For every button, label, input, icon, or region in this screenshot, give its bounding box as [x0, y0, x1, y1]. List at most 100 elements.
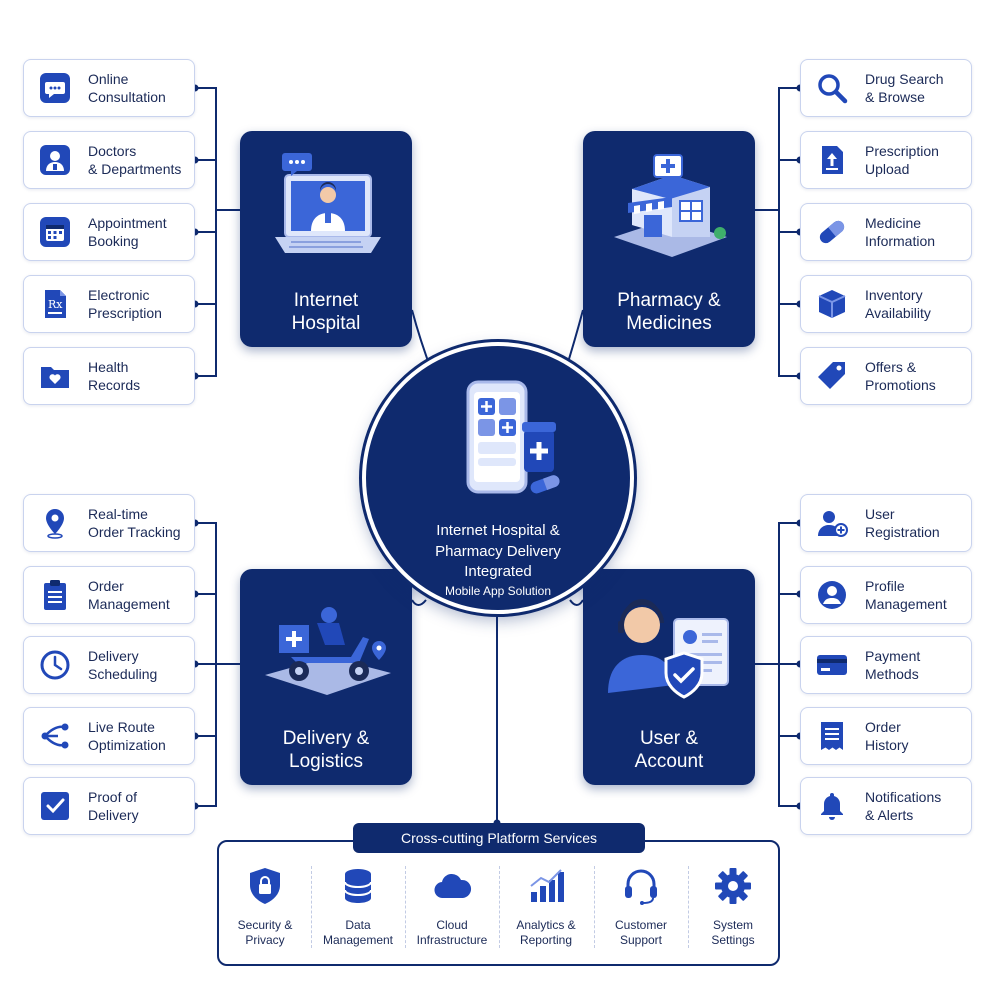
profile-icon: [813, 576, 851, 614]
route-icon: [36, 717, 74, 755]
feature-health-records[interactable]: Health Records: [23, 347, 195, 405]
hub-subtitle: Integrated: [464, 563, 532, 580]
service-divider: [594, 866, 595, 948]
box-icon: [813, 285, 851, 323]
phone-medicine-illustration: [466, 380, 560, 494]
service-label: Data Management: [322, 918, 394, 947]
service-label: Customer Support: [614, 918, 667, 947]
feature-proof-of-delivery[interactable]: Proof of Delivery: [23, 777, 195, 835]
database-icon: [344, 869, 372, 903]
module-delivery-logistics[interactable]: Delivery & Logistics: [240, 569, 412, 785]
module-title: Internet Hospital: [291, 290, 361, 334]
module-user-account[interactable]: User & Account: [583, 569, 755, 785]
feature-order-tracking[interactable]: Real-time Order Tracking: [23, 494, 195, 552]
pill-icon: [813, 213, 851, 251]
module-title: Pharmacy & Medicines: [617, 290, 721, 334]
credit-card-icon: [813, 646, 851, 684]
feature-prescription-upload[interactable]: Prescription Upload: [800, 131, 972, 189]
platform-services-panel: [217, 840, 780, 966]
clock-icon: [36, 646, 74, 684]
feature-label: Real-time Order Tracking: [88, 506, 181, 540]
feature-drug-search[interactable]: Drug Search & Browse: [800, 59, 972, 117]
feature-label: Proof of Delivery: [88, 789, 139, 823]
services-title: Cross-cutting Platform Services: [353, 823, 645, 853]
feature-profile-management[interactable]: Profile Management: [800, 566, 972, 624]
pharmacy-store-illustration: [614, 154, 727, 257]
feature-label: Order History: [865, 719, 909, 753]
feature-doctors-departments[interactable]: Doctors & Departments: [23, 131, 195, 189]
doctor-laptop-illustration: [275, 153, 381, 253]
bar-chart-icon: [530, 869, 564, 902]
feature-label: Drug Search & Browse: [865, 71, 944, 105]
search-icon: [813, 69, 851, 107]
feature-label: Offers & Promotions: [865, 359, 936, 393]
feature-label: Doctors & Departments: [88, 143, 182, 177]
service-label: Cloud Infrastructure: [416, 918, 488, 947]
feature-payment-methods[interactable]: Payment Methods: [800, 636, 972, 694]
feature-online-consultation[interactable]: Online Consultation: [23, 59, 195, 117]
service-divider: [311, 866, 312, 948]
feature-delivery-scheduling[interactable]: Delivery Scheduling: [23, 636, 195, 694]
folder-heart-icon: [36, 357, 74, 395]
central-hub[interactable]: Internet Hospital & Pharmacy Delivery In…: [362, 342, 634, 614]
feature-route-optimization[interactable]: Live Route Optimization: [23, 707, 195, 765]
feature-label: Health Records: [88, 359, 141, 393]
feature-label: Appointment Booking: [88, 215, 167, 249]
module-title: Delivery & Logistics: [282, 728, 370, 772]
svg-text:Rx: Rx: [48, 298, 63, 311]
service-label: System Settings: [711, 918, 755, 947]
service-divider: [499, 866, 500, 948]
module-title: User & Account: [634, 728, 704, 772]
cloud-icon: [434, 873, 472, 899]
feature-label: Online Consultation: [88, 71, 166, 105]
feature-inventory-availability[interactable]: Inventory Availability: [800, 275, 972, 333]
feature-label: Profile Management: [865, 578, 947, 612]
calendar-icon: [36, 213, 74, 251]
feature-medicine-information[interactable]: Medicine Information: [800, 203, 972, 261]
service-customer-support[interactable]: Customer Support: [594, 866, 688, 958]
service-label: Security & Privacy: [237, 918, 293, 947]
feature-order-management[interactable]: Order Management: [23, 566, 195, 624]
bell-icon: [813, 787, 851, 825]
gear-icon: [715, 868, 751, 904]
upload-icon: [813, 141, 851, 179]
feature-user-registration[interactable]: User Registration: [800, 494, 972, 552]
delivery-scooter-illustration: [265, 607, 391, 695]
service-security-privacy[interactable]: Security & Privacy: [218, 866, 312, 958]
feature-label: Prescription Upload: [865, 143, 939, 177]
feature-electronic-prescription[interactable]: Rx Electronic Prescription: [23, 275, 195, 333]
receipt-icon: [813, 717, 851, 755]
service-data-management[interactable]: Data Management: [311, 866, 405, 958]
service-divider: [405, 866, 406, 948]
feature-label: Notifications & Alerts: [865, 789, 942, 823]
feature-offers-promotions[interactable]: Offers & Promotions: [800, 347, 972, 405]
hub-tagline: Mobile App Solution: [444, 584, 552, 598]
tag-icon: [813, 357, 851, 395]
user-account-illustration: [608, 599, 729, 699]
service-cloud-infrastructure[interactable]: Cloud Infrastructure: [405, 866, 499, 958]
module-pharmacy-medicines[interactable]: Pharmacy & Medicines: [583, 131, 755, 347]
feature-order-history[interactable]: Order History: [800, 707, 972, 765]
doctor-icon: [36, 141, 74, 179]
feature-label: Delivery Scheduling: [88, 648, 158, 682]
service-analytics-reporting[interactable]: Analytics & Reporting: [499, 866, 593, 958]
module-internet-hospital[interactable]: Internet Hospital: [240, 131, 412, 347]
feature-label: Inventory Availability: [865, 287, 931, 321]
feature-label: Order Management: [88, 578, 170, 612]
feature-label: Payment Methods: [865, 648, 921, 682]
feature-notifications-alerts[interactable]: Notifications & Alerts: [800, 777, 972, 835]
service-system-settings[interactable]: System Settings: [686, 866, 780, 958]
feature-label: Medicine Information: [865, 215, 936, 249]
hub-title: Internet Hospital & Pharmacy Delivery: [435, 522, 561, 560]
location-pin-icon: [36, 504, 74, 542]
rx-icon: Rx: [36, 285, 74, 323]
user-add-icon: [813, 504, 851, 542]
chat-icon: [36, 69, 74, 107]
checkbox-icon: [36, 787, 74, 825]
feature-appointment-booking[interactable]: Appointment Booking: [23, 203, 195, 261]
clipboard-icon: [36, 576, 74, 614]
shield-lock-icon: [250, 868, 280, 904]
service-divider: [688, 866, 689, 948]
feature-label: User Registration: [865, 506, 940, 540]
